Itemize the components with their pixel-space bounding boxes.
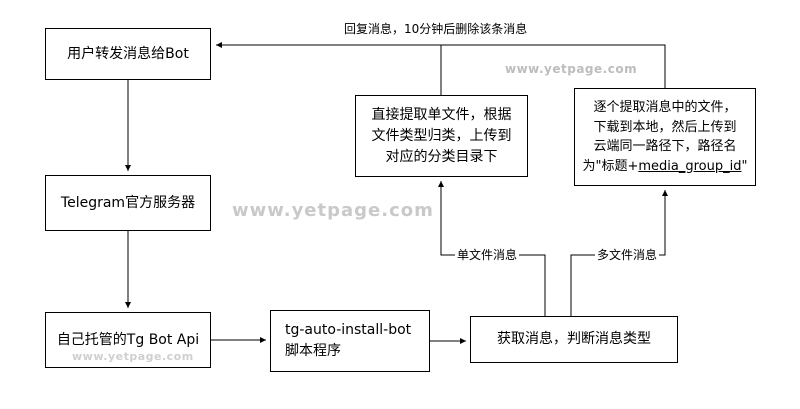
media-group-id-underlined: media_group_id xyxy=(638,158,742,174)
node-telegram-server-label: Telegram官方服务器 xyxy=(60,194,196,211)
node-single-file-line1: 直接提取单文件，根据 xyxy=(371,106,512,123)
node-bot-script-type: 脚本程序 xyxy=(285,343,341,359)
node-single-file-line3: 对应的分类目录下 xyxy=(385,148,498,165)
edge-label-reply-delete: 回复消息，10分钟后删除该条消息 xyxy=(342,20,530,37)
node-multi-file-line4-prefix: 为"标题+ xyxy=(582,158,639,174)
node-user-forward-message: 用户转发消息给Bot xyxy=(45,28,211,80)
node-self-hosted-bot-api: 自己托管的Tg Bot Api xyxy=(45,312,211,368)
node-bot-script: tg-auto-install-bot 脚本程序 xyxy=(270,310,430,372)
node-bot-script-name: tg-auto-install-bot xyxy=(285,322,412,338)
node-get-message: 获取消息，判断消息类型 xyxy=(470,316,678,363)
node-single-file-line2: 文件类型归类，上传到 xyxy=(371,127,512,144)
node-self-hosted-label: 自己托管的Tg Bot Api xyxy=(56,331,200,348)
arrow-reply-to-user xyxy=(216,42,666,88)
node-multi-file-line2: 下载到本地，然后上传到 xyxy=(593,119,737,135)
edge-label-multi-file-message: 多文件消息 xyxy=(595,246,660,263)
node-multi-file-handler: 逐个提取消息中的文件， 下载到本地，然后上传到 云端同一路径下，路径名 为"标题… xyxy=(574,88,756,186)
node-multi-file-line4-suffix: " xyxy=(741,158,748,174)
node-multi-file-line3: 云端同一路径下，路径名 xyxy=(593,139,737,154)
node-single-file-handler: 直接提取单文件，根据 文件类型归类，上传到 对应的分类目录下 xyxy=(355,95,528,177)
node-get-message-label: 获取消息，判断消息类型 xyxy=(497,331,651,347)
node-multi-file-line4: 为"标题+media_group_id" xyxy=(583,157,748,177)
node-user-forward-label: 用户转发消息给Bot xyxy=(67,45,189,62)
node-telegram-server: Telegram官方服务器 xyxy=(45,175,211,231)
node-multi-file-line1: 逐个提取消息中的文件， xyxy=(593,100,737,115)
edge-label-single-file-message: 单文件消息 xyxy=(455,246,520,263)
